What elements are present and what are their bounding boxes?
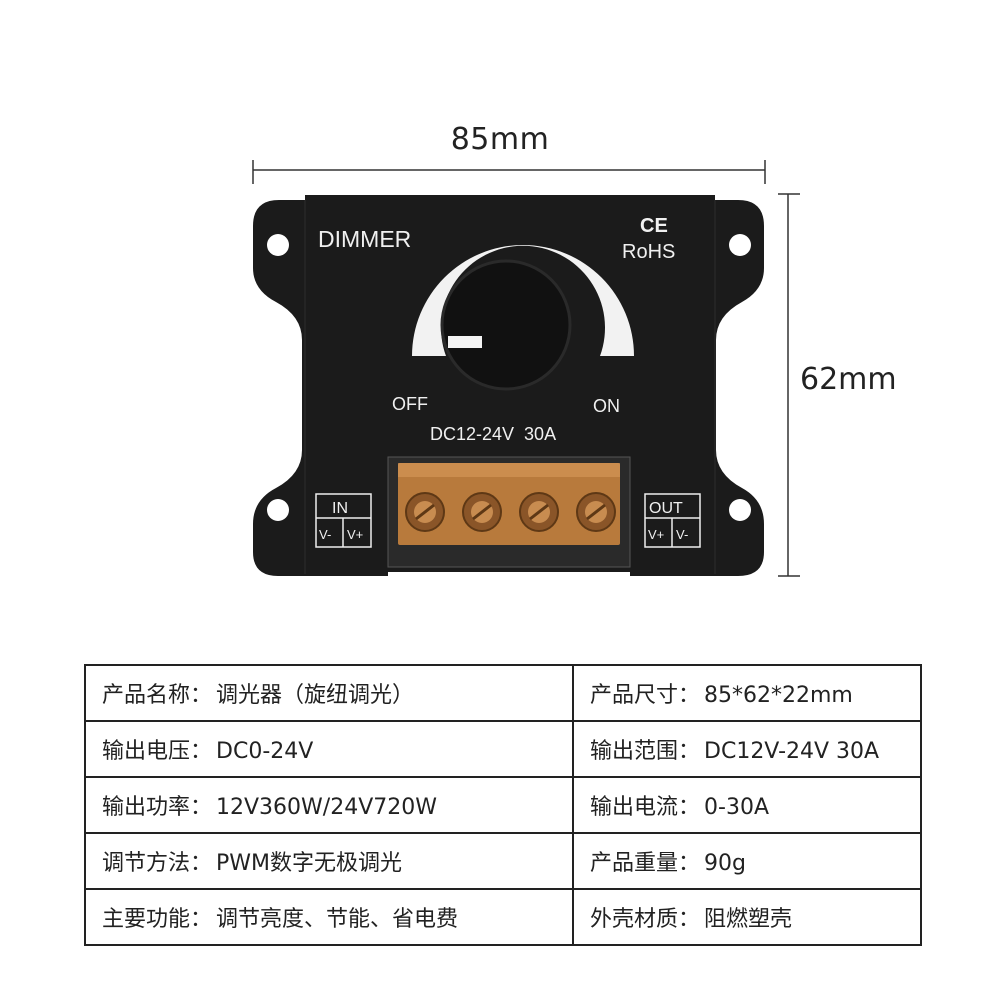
in-terminal-vminus: V- (319, 527, 331, 542)
height-dimension-label: 62mm (800, 362, 897, 397)
spec-label: 产品重量： (590, 851, 701, 876)
spec-cell: 输出范围：DC12V-24V 30A (572, 720, 922, 778)
spec-cell: 产品名称：调光器（旋纽调光） (84, 664, 574, 722)
table-row: 输出电压：DC0-24V 输出范围：DC12V-24V 30A (84, 720, 922, 778)
spec-cell: 产品尺寸：85*62*22mm (572, 664, 922, 722)
spec-value: 85*62*22mm (704, 683, 853, 708)
spec-cell: 输出电流：0-30A (572, 776, 922, 834)
knob-indicator (448, 336, 482, 348)
mounting-hole-icon (729, 234, 751, 256)
on-label: ON (593, 396, 620, 416)
dimmer-title: DIMMER (318, 226, 411, 252)
out-terminal-vplus: V+ (648, 527, 664, 542)
off-label: OFF (392, 394, 428, 414)
ce-mark-icon: CE (640, 215, 668, 237)
table-row: 主要功能：调节亮度、节能、省电费 外壳材质：阻燃塑壳 (84, 888, 922, 946)
in-label: IN (332, 500, 348, 517)
spec-value: 调节亮度、节能、省电费 (216, 907, 459, 932)
table-row: 调节方法：PWM数字无极调光 产品重量：90g (84, 832, 922, 890)
spec-value: DC0-24V (216, 739, 314, 764)
spec-cell: 输出功率：12V360W/24V720W (84, 776, 574, 834)
spec-cell: 产品重量：90g (572, 832, 922, 890)
spec-value: 90g (704, 851, 746, 876)
rating-label: DC12-24V 30A (430, 424, 556, 444)
knob-scale-arc (412, 244, 634, 356)
in-terminal-label-box (315, 493, 372, 548)
out-terminal-label-box (644, 493, 701, 548)
terminal-screw-slot (529, 503, 549, 521)
width-dimension-label: 85mm (450, 122, 550, 157)
spec-cell: 输出电压：DC0-24V (84, 720, 574, 778)
spec-cell: 主要功能：调节亮度、节能、省电费 (84, 888, 574, 946)
terminal-screw-slot (472, 503, 492, 521)
height-dimension-line (778, 193, 800, 577)
terminal-screw-slot (415, 503, 435, 521)
dimmer-product-image: DIMMER CE RoHS OFF ON DC12-24V 30A IN V-… (252, 160, 800, 577)
spec-value: 阻燃塑壳 (704, 907, 793, 932)
spec-cell: 外壳材质：阻燃塑壳 (572, 888, 922, 946)
terminal-cover (398, 463, 620, 545)
spec-value: PWM数字无极调光 (216, 851, 403, 876)
mounting-hole-icon (267, 234, 289, 256)
spec-value: 0-30A (704, 795, 769, 820)
spec-label: 主要功能： (102, 907, 213, 932)
spec-cell: 调节方法：PWM数字无极调光 (84, 832, 574, 890)
in-terminal-vplus: V+ (347, 527, 363, 542)
spec-label: 输出电压： (102, 739, 213, 764)
dimmer-knob[interactable] (440, 259, 572, 391)
spec-label: 输出功率： (102, 795, 213, 820)
table-row: 产品名称：调光器（旋纽调光） 产品尺寸：85*62*22mm (84, 664, 922, 722)
spec-table: 产品名称：调光器（旋纽调光） 产品尺寸：85*62*22mm 输出电压：DC0-… (84, 664, 922, 946)
spec-value: 调光器（旋纽调光） (216, 683, 415, 708)
spec-value: 12V360W/24V720W (216, 795, 438, 820)
spec-label: 产品名称： (102, 683, 213, 708)
rohs-label: RoHS (622, 241, 675, 263)
mounting-hole-icon (267, 499, 289, 521)
terminal-screw-slot (586, 503, 606, 521)
mounting-hole-icon (729, 499, 751, 521)
spec-label: 输出电流： (590, 795, 701, 820)
spec-label: 调节方法： (102, 851, 213, 876)
spec-value: DC12V-24V 30A (704, 739, 880, 764)
spec-label: 外壳材质： (590, 907, 701, 932)
spec-label: 输出范围： (590, 739, 701, 764)
width-dimension-line (252, 160, 766, 184)
table-row: 输出功率：12V360W/24V720W 输出电流：0-30A (84, 776, 922, 834)
out-label: OUT (649, 500, 683, 517)
spec-label: 产品尺寸： (590, 683, 701, 708)
out-terminal-vminus: V- (676, 527, 688, 542)
